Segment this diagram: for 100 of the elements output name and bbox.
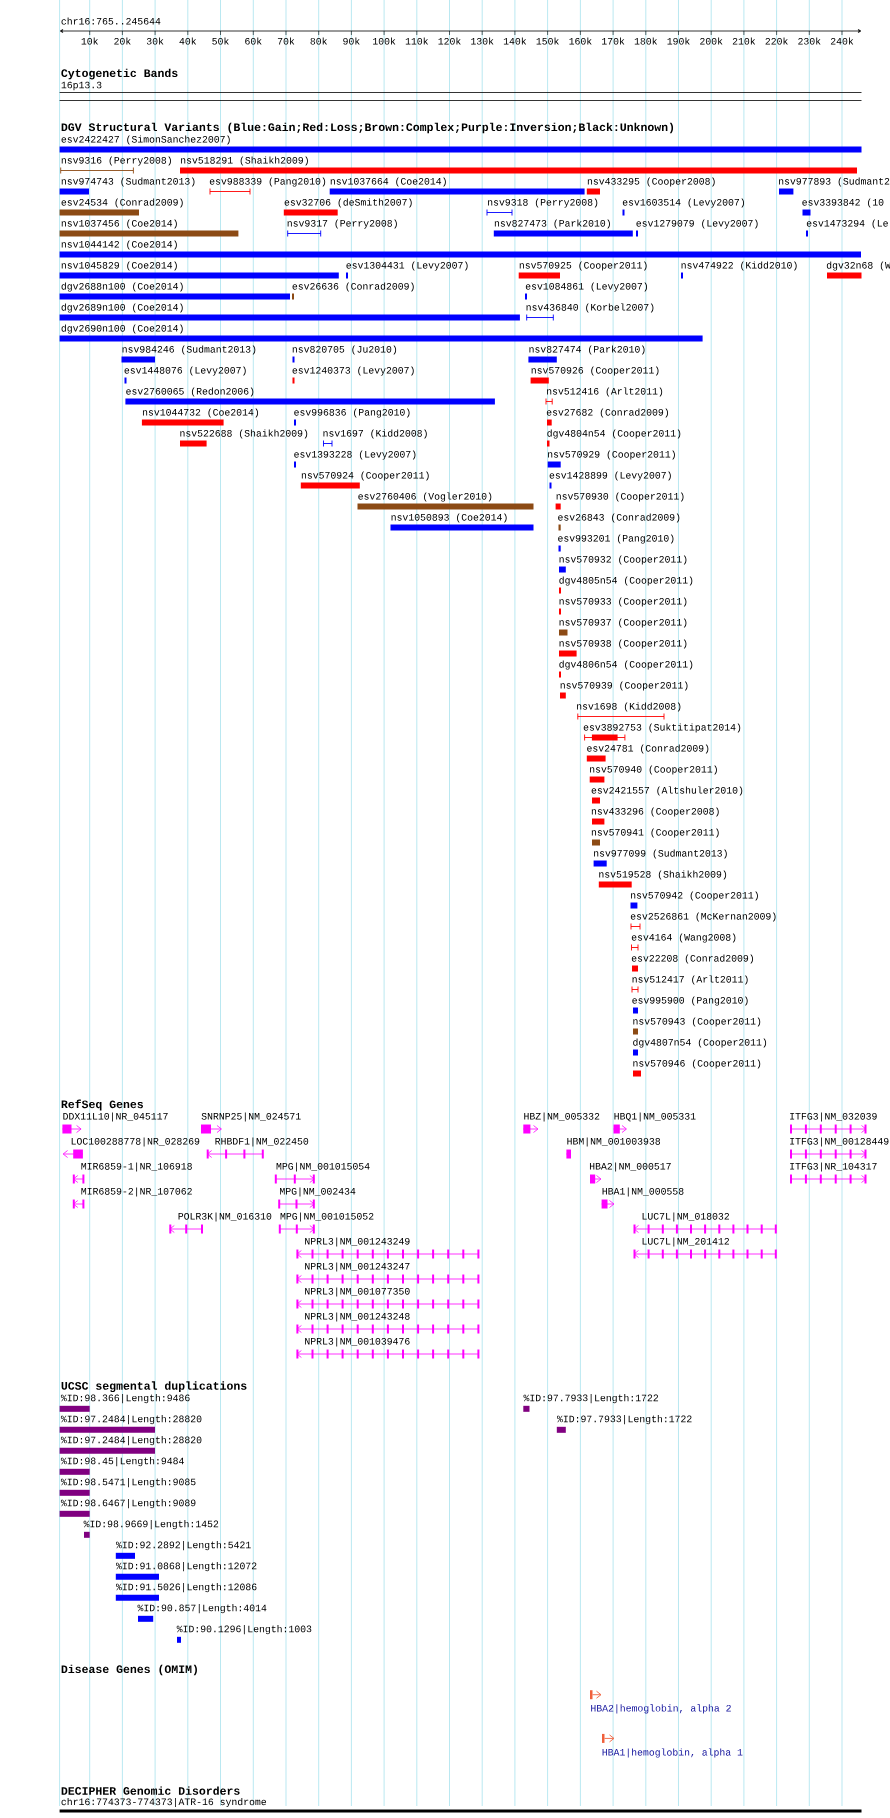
variant-label: esv993201 (Pang2010)	[558, 534, 674, 544]
tick-label: 140k	[503, 37, 527, 45]
variant-label: nsv977099 (Sudmant2013)	[594, 849, 727, 859]
variant-label: esv26843 (Conrad2009)	[558, 513, 680, 523]
tick-label: 190k	[667, 37, 690, 45]
gene-label: LUC7L|NM_201412	[642, 1237, 729, 1247]
tick-label: 240k	[830, 37, 854, 45]
duplication-label: %ID:97.2484|Length:28820	[60, 1436, 202, 1446]
variant-label: nsv1697 (Kidd2008)	[323, 429, 427, 439]
variant-label: esv32706 (deSmith2007)	[284, 198, 412, 208]
track-title: RefSeq Genes	[61, 1099, 143, 1111]
duplication-label: %ID:98.9669|Length:1452	[83, 1520, 219, 1530]
variant-label: nsv570941 (Cooper2011)	[591, 828, 719, 838]
variant-label: esv2526861 (McKernan2009)	[630, 912, 776, 922]
gene-label: NPRL3|NM_001243248	[305, 1312, 410, 1322]
tick-label: 220k	[765, 37, 788, 45]
disease-gene-label: HBA2|hemoglobin, alpha 2	[591, 1704, 731, 1714]
variant-label: esv2760065 (Redon2006)	[126, 387, 254, 397]
disorder-label: chr16:774373-774373|ATR-16 syndrome	[61, 1797, 267, 1808]
tick-label: 210k	[732, 37, 756, 45]
variant-label: nsv518291 (Shaikh2009)	[181, 156, 308, 166]
tick-label: 20k	[114, 37, 131, 45]
gene-label: SNRNP25|NM_024571	[201, 1112, 301, 1122]
variant-label: esv1279079 (Levy2007)	[636, 219, 758, 229]
variant-label: dgv32n68 (W	[826, 261, 890, 271]
track-title: DGV Structural Variants (Blue:Gain;Red:Loss;Brown:Complex;Purple:Inversion;Black:Unknown)	[61, 122, 674, 134]
duplication-label: %ID:98.6467|Length:9089	[60, 1499, 196, 1509]
variant-label: nsv1044732 (Coe2014)	[142, 408, 259, 418]
variant-label: esv1084861 (Levy2007)	[525, 282, 648, 292]
gene-label: ITFG3|NM_032039	[790, 1112, 877, 1122]
variant-label: nsv570925 (Cooper2011)	[519, 261, 647, 271]
tick-label: 120k	[438, 37, 461, 45]
gene-label: MIR6859-2|NR_107062	[81, 1187, 192, 1197]
gene-label: MPG|NM_001015052	[280, 1212, 374, 1222]
duplication-label: %ID:91.5026|Length:12086	[116, 1583, 257, 1593]
variant-label: dgv2689n100 (Coe2014)	[61, 303, 183, 313]
tick-label: 40k	[179, 37, 197, 45]
gene-label: NPRL3|NM_001243247	[305, 1262, 410, 1272]
tick-label: 90k	[343, 37, 360, 45]
variant-label: nsv1044142 (Coe2014)	[61, 240, 177, 250]
variant-label: nsv570930 (Cooper2011)	[556, 492, 684, 502]
gene-label: HBM|NM_001003938	[567, 1137, 661, 1147]
variant-label: nsv519528 (Shaikh2009)	[599, 870, 727, 880]
variant-label: nsv570933 (Cooper2011)	[559, 597, 687, 607]
tick-label: 70k	[277, 37, 295, 45]
variant-label: nsv570946 (Cooper2011)	[633, 1059, 761, 1069]
variant-label: nsv474922 (Kidd2010)	[681, 261, 797, 271]
tick-label: 130k	[471, 37, 494, 45]
variant-label: nsv977893 (Sudmant2	[779, 177, 890, 187]
variant-label: esv4164 (Wang2008)	[631, 933, 736, 943]
tick-label: 110k	[405, 37, 429, 45]
duplication-label: %ID:98.366|Length:9486	[60, 1394, 190, 1404]
variant-label: nsv827474 (Park2010)	[529, 345, 645, 355]
duplication-label: %ID:91.0868|Length:12072	[116, 1562, 257, 1572]
variant-label: nsv9318 (Perry2008)	[488, 198, 598, 208]
variant-label: nsv1698 (Kidd2008)	[577, 702, 681, 712]
gene-label: ITFG3|NM_00128449	[790, 1137, 889, 1147]
variant-label: nsv820705 (Ju2010)	[292, 345, 397, 355]
band-label: 16p13.3	[61, 81, 102, 91]
track-title: Disease Genes (OMIM)	[61, 1664, 197, 1676]
variant-label: nsv570943 (Cooper2011)	[633, 1017, 761, 1027]
gene-label: POLR3K|NM_016310	[178, 1212, 272, 1222]
track-title: DECIPHER Genomic Disorders	[61, 1786, 240, 1795]
variant-label: dgv4807n54 (Cooper2011)	[633, 1038, 767, 1048]
variant-label: dgv4805n54 (Cooper2011)	[559, 576, 693, 586]
duplication-label: %ID:97.2484|Length:28820	[60, 1415, 202, 1425]
duplication-label: %ID:97.7933|Length:1722	[523, 1394, 659, 1404]
variant-label: esv3393842 (10	[802, 198, 884, 208]
variant-label: nsv1037664 (Coe2014)	[330, 177, 446, 187]
gene-label: ITFG3|NR_104317	[790, 1162, 877, 1172]
variant-label: nsv1037456 (Coe2014)	[61, 219, 177, 229]
variant-label: nsv1050893 (Coe2014)	[391, 513, 507, 523]
variant-label: nsv570924 (Cooper2011)	[301, 471, 429, 481]
duplication-label: %ID:92.2892|Length:5421	[116, 1541, 251, 1551]
variant-label: dgv2690n100 (Coe2014)	[61, 324, 183, 334]
gene-label: MPG|NM_001015054	[276, 1162, 370, 1172]
variant-label: nsv570940 (Cooper2011)	[590, 765, 717, 775]
tick-label: 170k	[602, 37, 625, 45]
variant-label: dgv4804n54 (Cooper2011)	[547, 429, 681, 439]
variant-label: nsv522688 (Shaikh2009)	[180, 429, 308, 439]
variant-label: esv996836 (Pang2010)	[294, 408, 410, 418]
variant-label: nsv9316 (Perry2008)	[61, 156, 171, 166]
duplication-label: %ID:98.45|Length:9484	[60, 1457, 184, 1467]
gene-label: NPRL3|NM_001243249	[305, 1237, 410, 1247]
gene-label: NPRL3|NM_001039476	[305, 1337, 410, 1347]
gene-label: HBQ1|NM_005331	[614, 1112, 696, 1122]
gene-label: HBA1|NM_000558	[602, 1187, 684, 1197]
variant-label: esv995900 (Pang2010)	[632, 996, 748, 1006]
variant-label: nsv436840 (Korbel2007)	[526, 303, 654, 313]
variant-label: esv2760406 (Vogler2010)	[358, 492, 492, 502]
duplication-label: %ID:90.857|Length:4014	[137, 1604, 267, 1614]
tick-label: 50k	[212, 37, 229, 45]
scale-label: chr16:765..245644	[61, 17, 161, 25]
variant-label: esv26636 (Conrad2009)	[292, 282, 414, 292]
gene-label: MPG|NM_002434	[280, 1187, 356, 1197]
variant-label: esv1240373 (Levy2007)	[292, 366, 414, 376]
variant-label: nsv512417 (Arlt2011)	[632, 975, 748, 985]
tick-label: 30k	[146, 37, 164, 45]
variant-label: nsv570937 (Cooper2011)	[559, 618, 687, 628]
variant-label: nsv974743 (Sudmant2013)	[61, 177, 195, 187]
